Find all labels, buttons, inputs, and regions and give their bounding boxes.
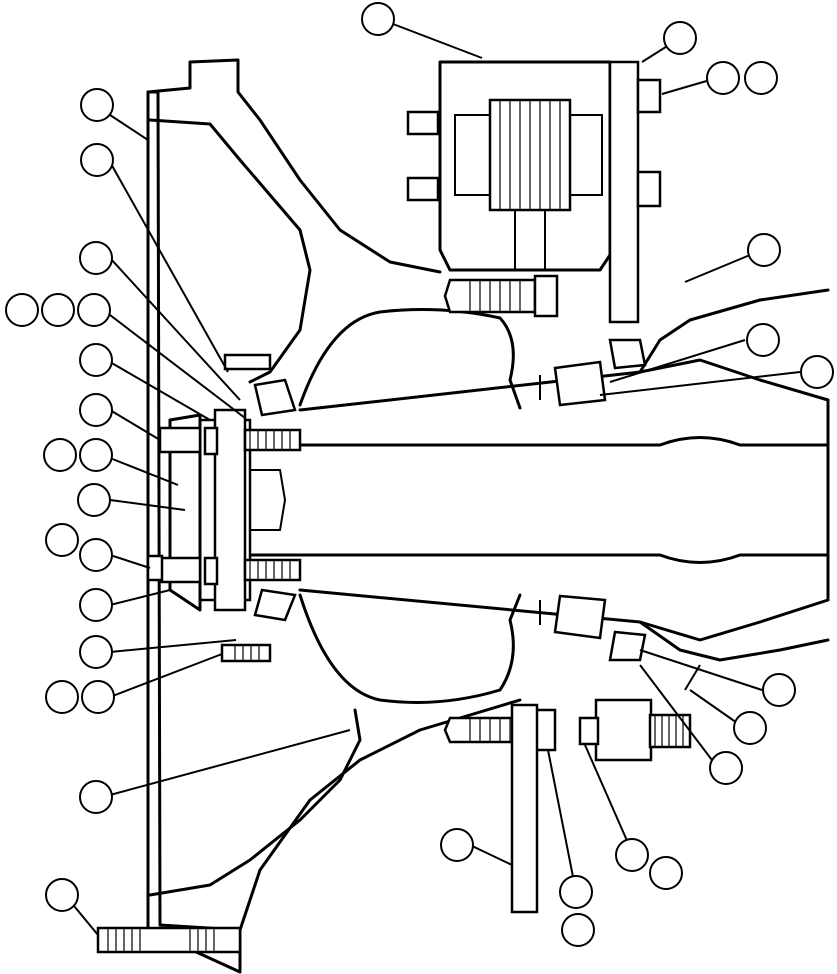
- callout-c12: [746, 323, 780, 357]
- seals: [608, 338, 647, 662]
- callout-c01: [361, 2, 395, 36]
- callout-c22: [79, 635, 113, 669]
- callouts: [5, 2, 834, 947]
- brake-caliper: [406, 60, 662, 324]
- callout-c15: [79, 393, 113, 427]
- callout-c27: [709, 751, 743, 785]
- lower-brake-bolt: [443, 703, 557, 914]
- axle-spindle: [248, 288, 830, 662]
- bottom-threaded-rod: [96, 926, 242, 954]
- callout-c07: [747, 233, 781, 267]
- callout-c29: [440, 828, 474, 862]
- callout-c34: [45, 878, 79, 912]
- bearings: [253, 360, 607, 640]
- callout-c06: [80, 143, 114, 177]
- callout-c19: [45, 523, 79, 557]
- rim-bolts: [220, 353, 272, 663]
- callout-c03: [706, 61, 740, 95]
- callout-c31: [649, 856, 683, 890]
- callout-c24: [81, 680, 115, 714]
- callout-c30: [615, 838, 649, 872]
- hub-body: [250, 308, 522, 704]
- callout-c13: [800, 355, 834, 389]
- callout-c26: [733, 711, 767, 745]
- callout-c23: [45, 680, 79, 714]
- callout-c32: [559, 875, 593, 909]
- callout-c18: [77, 483, 111, 517]
- callout-c10: [41, 293, 75, 327]
- callout-c28: [79, 780, 113, 814]
- callout-c09: [5, 293, 39, 327]
- callout-c21: [79, 588, 113, 622]
- callout-c05: [80, 88, 114, 122]
- callout-c16: [43, 438, 77, 472]
- leader-lines: [64, 23, 801, 936]
- callout-c17: [79, 438, 113, 472]
- wheel-studs: [146, 426, 302, 586]
- callout-c08: [79, 241, 113, 275]
- callout-c02: [663, 21, 697, 55]
- callout-c14: [79, 343, 113, 377]
- upper-brake-bolt: [443, 274, 559, 318]
- callout-c25: [762, 673, 796, 707]
- callout-c11: [77, 293, 111, 327]
- callout-c04: [744, 61, 778, 95]
- callout-c33: [561, 913, 595, 947]
- callout-c20: [79, 538, 113, 572]
- lower-adjuster: [578, 698, 692, 762]
